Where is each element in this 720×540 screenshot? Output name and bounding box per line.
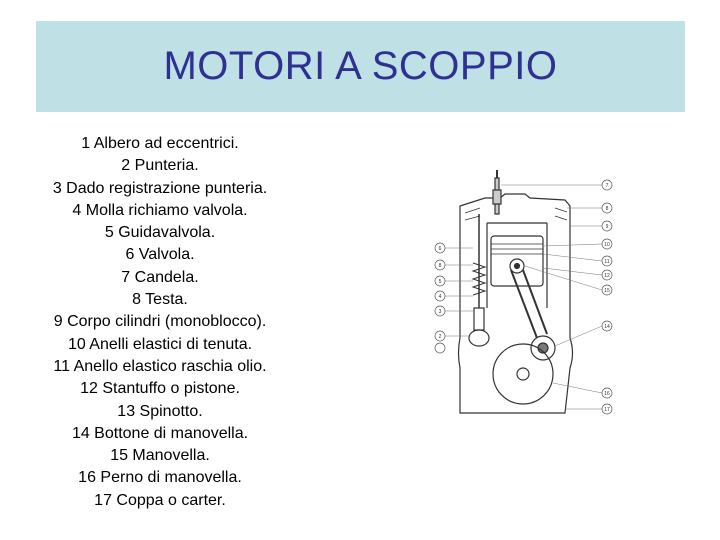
spark-plug — [492, 177, 502, 215]
list-item: 14 Bottone di manovella. — [71, 424, 249, 442]
engine-block — [457, 193, 574, 414]
list-item: 2 Punteria. — [121, 157, 199, 175]
list-item: 16 Perno di manovella. — [78, 469, 242, 487]
tappet — [473, 307, 485, 331]
piston — [490, 235, 544, 287]
list-item: 15 Manovella. — [110, 447, 210, 465]
callout-label: 12 — [604, 273, 610, 279]
callout-label: 17 — [604, 407, 610, 413]
list-item: 8 Testa. — [132, 291, 188, 309]
crank-pin — [530, 335, 556, 361]
callout-label: 8 — [439, 263, 442, 269]
valve-spring — [471, 262, 487, 296]
callout-label: 15 — [604, 288, 610, 294]
list-item: 11 Anello elastico raschia olio. — [53, 357, 267, 375]
connecting-rod — [510, 269, 548, 339]
list-item: 17 Coppa o carter. — [94, 491, 226, 509]
list-item: 6 Valvola. — [125, 246, 195, 264]
engine-cross-section: 6 8 5 4 3 2 7 8 9 10 11 12 15 14 16 17 — [434, 170, 613, 415]
callout-label: 2 — [439, 334, 442, 340]
callout-label: 11 — [604, 259, 609, 265]
parts-list: 1 Albero ad eccentrici. 2 Punteria. 3 Da… — [20, 133, 300, 512]
list-item: 3 Dado registrazione punteria. — [52, 179, 268, 197]
list-item: 13 Spinotto. — [117, 402, 203, 420]
callout-label: 8 — [606, 206, 609, 212]
list-item: 9 Corpo cilindri (monoblocco). — [53, 313, 267, 331]
callout-label: 16 — [604, 391, 610, 397]
callout-label: 10 — [604, 242, 610, 248]
list-item: 10 Anelli elastici di tenuta. — [67, 335, 253, 353]
list-item: 7 Candela. — [121, 268, 199, 286]
callout-label: 5 — [439, 279, 442, 285]
list-item: 12 Stantuffo o pistone. — [80, 380, 240, 398]
callout-label: 6 — [439, 246, 442, 252]
wrist-pin — [509, 258, 525, 274]
list-item: 1 Albero ad eccentrici. — [81, 135, 239, 152]
camshaft — [468, 329, 490, 347]
engine-diagram: 6 8 5 4 3 2 7 8 9 10 11 12 15 14 16 17 — [425, 168, 625, 453]
callout-label: 3 — [439, 309, 442, 315]
callout-label: 14 — [604, 324, 610, 330]
callout-label: 4 — [439, 294, 442, 300]
list-item: 4 Molla richiamo valvola. — [72, 201, 248, 219]
title-banner: MOTORI A SCOPPIO — [36, 21, 685, 112]
list-item: 5 Guidavalvola. — [104, 224, 216, 242]
slide-title: MOTORI A SCOPPIO — [163, 44, 558, 88]
callout-label: 7 — [606, 183, 609, 189]
crank-disc — [492, 343, 554, 405]
cylinder-walls — [486, 222, 548, 308]
callout-label: 9 — [606, 224, 609, 230]
